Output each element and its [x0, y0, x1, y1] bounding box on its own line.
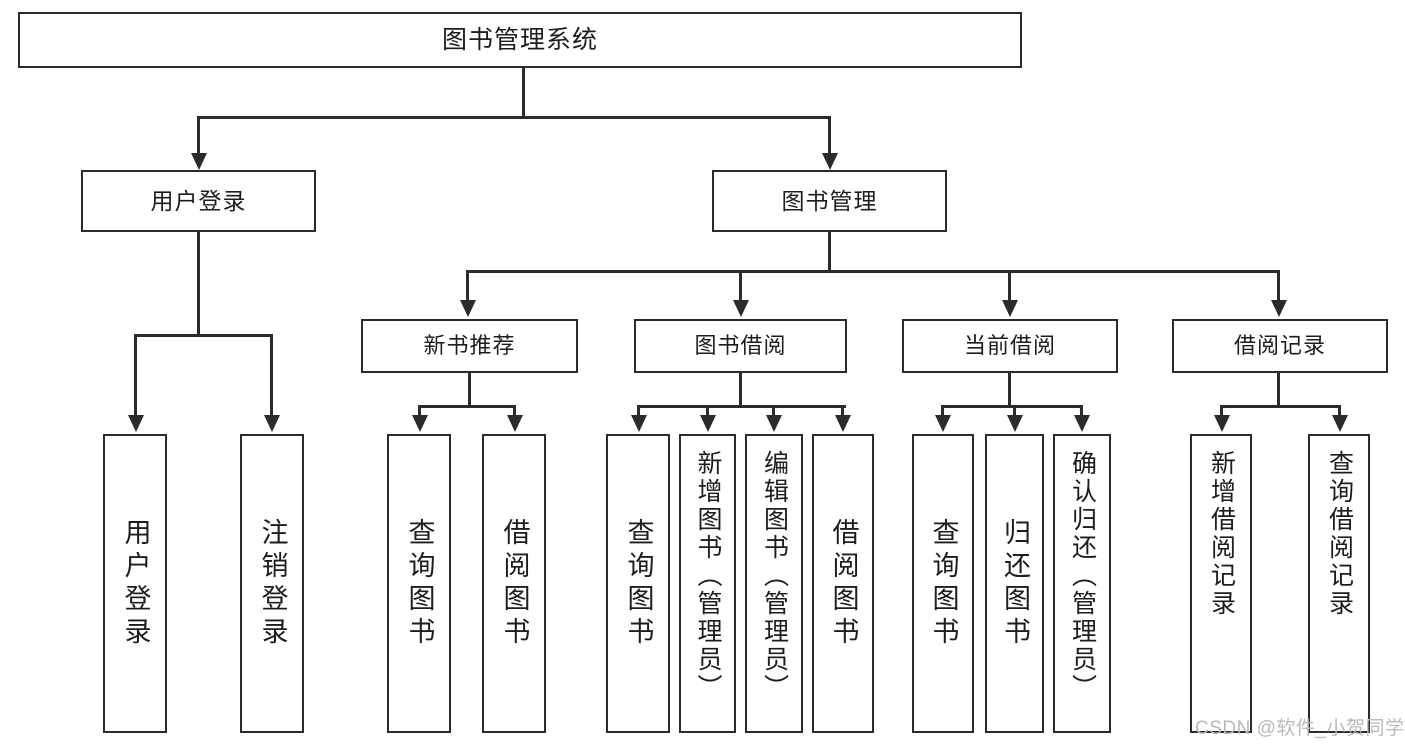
node-label: 确认归还（管理员）	[1068, 450, 1097, 702]
connector-drop-bb-leaf-4	[841, 405, 844, 418]
arrow-br-leaf-2	[1332, 415, 1348, 432]
node-label: 查询图书	[623, 517, 654, 650]
arrow-nb-leaf-2	[507, 415, 523, 432]
connector-drop-nb-leaf-1	[418, 405, 421, 418]
leaf-borrow-book[interactable]: 借阅图书	[812, 434, 874, 733]
connector-borrow-record-bus	[1220, 405, 1341, 408]
connector-drop-cb-leaf-1	[941, 405, 944, 418]
connector-book-borrow-stem	[739, 373, 742, 407]
connector-new-book-stem	[468, 373, 471, 407]
connector-drop-user-login	[197, 116, 200, 156]
watermark-text: CSDN @软件_小贺同学	[1195, 718, 1405, 739]
node-label: 借阅图书	[499, 517, 530, 650]
leaf-return-book[interactable]: 归还图书	[985, 434, 1044, 733]
node-label: 查询借阅记录	[1325, 450, 1354, 618]
arrow-bb-leaf-2	[700, 415, 716, 432]
leaf-borrow-book-recommend[interactable]: 借阅图书	[482, 434, 546, 733]
leaf-query-borrow-record[interactable]: 查询借阅记录	[1308, 434, 1370, 733]
leaf-add-book-admin[interactable]: 新增图书（管理员）	[679, 434, 736, 733]
connector-drop-bb-leaf-3	[772, 405, 775, 418]
node-label: 新增借阅记录	[1207, 450, 1236, 618]
connector-drop-leaf-user-login	[134, 334, 137, 418]
connector-drop-nb-leaf-2	[513, 405, 516, 418]
leaf-confirm-return-admin[interactable]: 确认归还（管理员）	[1053, 434, 1111, 733]
leaf-edit-book-admin[interactable]: 编辑图书（管理员）	[745, 434, 803, 733]
connector-drop-cb-leaf-3	[1080, 405, 1083, 418]
arrow-borrow-record	[1271, 300, 1287, 317]
node-label: 借阅图书	[828, 517, 859, 650]
leaf-query-book-current[interactable]: 查询图书	[912, 434, 974, 733]
arrow-cb-leaf-2	[1007, 415, 1023, 432]
connector-drop-bb-leaf-2	[706, 405, 709, 418]
node-user-login[interactable]: 用户登录	[81, 170, 316, 232]
arrow-current-borrow	[1002, 300, 1018, 317]
connector-book-borrow-bus	[637, 405, 846, 408]
node-label: 查询图书	[404, 517, 435, 650]
node-label: 归还图书	[1000, 517, 1030, 650]
connector-root-bus	[197, 116, 831, 119]
node-borrow-record[interactable]: 借阅记录	[1172, 319, 1388, 373]
connector-drop-book-borrow	[739, 270, 742, 302]
arrow-bb-leaf-1	[631, 415, 647, 432]
connector-book-management-bus	[466, 270, 1280, 273]
arrow-cb-leaf-3	[1074, 415, 1090, 432]
connector-drop-bb-leaf-1	[637, 405, 640, 418]
connector-current-borrow-bus	[941, 405, 1080, 408]
node-label: 图书借阅	[694, 333, 787, 359]
node-label: 图书管理	[781, 187, 878, 214]
node-current-borrow[interactable]: 当前借阅	[902, 319, 1118, 373]
connector-drop-br-leaf-1	[1220, 405, 1223, 418]
connector-current-borrow-stem	[1008, 373, 1011, 407]
node-label: 编辑图书（管理员）	[760, 450, 789, 702]
connector-book-management-stem	[828, 232, 831, 272]
arrow-leaf-user-login	[128, 415, 144, 432]
leaf-user-login[interactable]: 用户登录	[103, 434, 167, 733]
connector-drop-cb-leaf-2	[1013, 405, 1016, 418]
connector-drop-leaf-logout	[270, 334, 273, 418]
node-label: 当前借阅	[963, 333, 1056, 359]
node-label: 借阅记录	[1233, 333, 1326, 359]
connector-drop-br-leaf-2	[1338, 405, 1341, 418]
node-book-borrow[interactable]: 图书借阅	[634, 319, 847, 373]
connector-borrow-record-stem	[1277, 373, 1280, 407]
leaf-add-borrow-record[interactable]: 新增借阅记录	[1190, 434, 1252, 733]
arrow-user-login	[191, 153, 207, 170]
arrow-new-book-recommend	[460, 300, 476, 317]
node-label: 图书管理系统	[441, 25, 598, 54]
leaf-logout-login[interactable]: 注销登录	[240, 434, 304, 733]
node-label: 新增图书（管理员）	[694, 450, 722, 702]
leaf-query-book-recommend[interactable]: 查询图书	[387, 434, 451, 733]
leaf-query-book-borrow[interactable]: 查询图书	[606, 434, 670, 733]
node-label: 用户登录	[120, 517, 151, 650]
arrow-book-borrow	[733, 300, 749, 317]
arrow-bb-leaf-3	[766, 415, 782, 432]
arrow-leaf-logout	[264, 415, 280, 432]
node-root-system[interactable]: 图书管理系统	[18, 12, 1022, 68]
node-label: 查询图书	[928, 517, 959, 650]
node-new-book-recommend[interactable]: 新书推荐	[361, 319, 578, 373]
node-label: 新书推荐	[423, 333, 516, 359]
arrow-bb-leaf-4	[835, 415, 851, 432]
arrow-br-leaf-1	[1214, 415, 1230, 432]
node-book-management[interactable]: 图书管理	[712, 170, 947, 232]
connector-drop-current-borrow	[1008, 270, 1011, 302]
arrow-book-management	[822, 153, 838, 170]
connector-drop-book-management	[828, 116, 831, 156]
node-label: 用户登录	[150, 187, 247, 214]
connector-user-login-bus	[134, 334, 273, 337]
connector-drop-borrow-record	[1277, 270, 1280, 302]
arrow-cb-leaf-1	[935, 415, 951, 432]
arrow-nb-leaf-1	[412, 415, 428, 432]
node-label: 注销登录	[257, 517, 288, 650]
connector-root-stem	[522, 68, 525, 118]
connector-new-book-bus	[418, 405, 516, 408]
connector-user-login-stem	[197, 232, 200, 336]
connector-drop-new-book	[466, 270, 469, 302]
